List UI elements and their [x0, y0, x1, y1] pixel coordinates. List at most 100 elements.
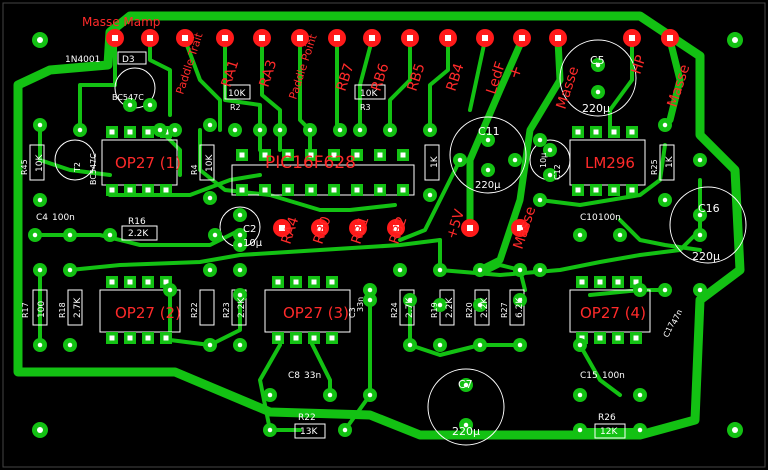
- pad: [106, 126, 118, 138]
- pad: [123, 98, 137, 112]
- pad: [326, 276, 338, 288]
- label-plus: +: [504, 63, 526, 82]
- pic-outline: [231, 164, 415, 196]
- pad: [259, 149, 271, 161]
- pad: [303, 123, 317, 137]
- label-r17: R17: [21, 302, 30, 318]
- pad: [333, 123, 347, 137]
- label-r22: R22: [298, 413, 316, 423]
- label-c3: C3: [348, 307, 357, 318]
- r22a-outline: [199, 289, 215, 326]
- pad: [572, 184, 584, 196]
- label-r18: R18: [58, 302, 67, 318]
- pad: [33, 118, 47, 132]
- op27-3-outline: [264, 289, 351, 333]
- label-r20: R20: [465, 302, 474, 318]
- pad: [481, 133, 495, 147]
- copper-traces: [13, 11, 745, 440]
- pad: [594, 332, 606, 344]
- label-r45-value: 10K: [35, 154, 45, 172]
- label-r26: R26: [598, 413, 616, 423]
- label-r2-value: 10K: [228, 89, 246, 99]
- header-pad: [216, 29, 234, 47]
- header-pad: [311, 219, 329, 237]
- pad: [363, 283, 377, 297]
- pad: [658, 193, 672, 207]
- pad: [590, 184, 602, 196]
- mounting-holes: [32, 32, 743, 438]
- pad: [576, 276, 588, 288]
- label-masse-mamp: Masse Mamp: [82, 15, 160, 29]
- pad: [326, 332, 338, 344]
- label-c12: C12: [553, 164, 562, 180]
- pad: [590, 126, 602, 138]
- pad: [433, 263, 447, 277]
- pad: [253, 123, 267, 137]
- label-r19: R19: [430, 302, 439, 318]
- label-r27-value: 6.2K: [515, 297, 525, 318]
- pad: [106, 276, 118, 288]
- pad: [383, 123, 397, 137]
- pad: [63, 263, 77, 277]
- label-r23: R23: [222, 302, 231, 318]
- pad: [203, 118, 217, 132]
- c11-outline: [449, 116, 527, 194]
- pad: [63, 338, 77, 352]
- pad: [259, 184, 271, 196]
- label-bc547c: BC547C: [112, 93, 144, 102]
- label-c8: C8: [288, 371, 300, 381]
- pad: [233, 208, 247, 222]
- r4-outline: [199, 144, 215, 181]
- label-c16: C16: [698, 202, 720, 215]
- label-c11-value: 220µ: [475, 180, 501, 191]
- pad: [591, 85, 605, 99]
- pad: [459, 418, 473, 432]
- pad: [363, 388, 377, 402]
- label-c12-value: 10µ: [539, 153, 548, 168]
- label-r3-value: 10K: [360, 89, 378, 99]
- pad: [328, 149, 340, 161]
- pad: [693, 208, 707, 222]
- pad: [208, 228, 222, 242]
- pad: [323, 388, 337, 402]
- pad: [73, 123, 87, 137]
- pad: [160, 332, 172, 344]
- label-c11: C11: [478, 125, 500, 138]
- pad: [403, 338, 417, 352]
- label-r24-value: 2.7K: [405, 297, 415, 318]
- pad: [163, 283, 177, 297]
- label-c16-value: 220µ: [692, 250, 720, 263]
- label-r16-value: 2.2K: [128, 229, 149, 239]
- label-r25: R25: [650, 159, 659, 175]
- pad: [203, 263, 217, 277]
- pad: [203, 338, 217, 352]
- pad: [453, 153, 467, 167]
- op27-4-outline: [569, 289, 651, 333]
- pad: [513, 293, 527, 307]
- header-pad: [106, 29, 124, 47]
- d3-outline: [117, 51, 147, 65]
- label-t2: T2: [73, 162, 82, 173]
- pad: [397, 184, 409, 196]
- pad: [63, 228, 77, 242]
- header-pad: [549, 29, 567, 47]
- pad: [290, 276, 302, 288]
- r24-outline: [399, 289, 415, 326]
- r17-outline: [32, 289, 48, 326]
- header-pad: [273, 219, 291, 237]
- pad: [142, 276, 154, 288]
- pad: [513, 338, 527, 352]
- pad: [272, 276, 284, 288]
- pad: [124, 184, 136, 196]
- pad: [374, 149, 386, 161]
- op27-2-outline: [99, 289, 181, 333]
- pad: [613, 228, 627, 242]
- pad: [233, 228, 247, 242]
- label-c7-value: 220µ: [452, 425, 480, 438]
- pad: [533, 133, 547, 147]
- label-r45: R45: [20, 159, 29, 175]
- c7-outline: [427, 368, 505, 446]
- label-r20-value: 2.2K: [480, 297, 490, 318]
- pad: [403, 293, 417, 307]
- pad: [290, 332, 302, 344]
